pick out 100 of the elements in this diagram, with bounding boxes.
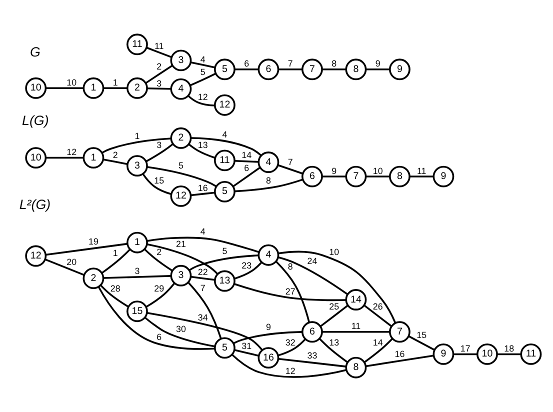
connector	[146, 143, 174, 162]
connector	[234, 349, 259, 357]
connector	[190, 137, 262, 156]
edge-label: 5	[178, 160, 184, 170]
connector	[234, 160, 259, 163]
node-circle: 1	[82, 77, 104, 99]
edge-label: 27	[285, 286, 296, 296]
node-circle: 5	[214, 58, 236, 80]
connector	[188, 95, 215, 106]
edge-label: 12	[66, 147, 77, 158]
connector	[100, 284, 129, 308]
connector	[497, 353, 522, 356]
edge-label: 5	[222, 246, 228, 256]
edge-label: 30	[176, 324, 186, 334]
label: L²(G)	[19, 197, 51, 212]
edge-label: 26	[372, 302, 383, 312]
edge-label: 16	[394, 348, 405, 359]
node-circle: 3	[170, 264, 192, 286]
connector	[142, 173, 172, 195]
connector	[146, 312, 263, 351]
edge-label: 18	[504, 344, 514, 354]
node-circle: 6	[258, 58, 280, 80]
node-circle: 11	[520, 344, 542, 365]
edge-label: 9	[375, 58, 380, 69]
connector	[147, 87, 172, 90]
node-circle: 13	[214, 270, 236, 292]
edge-label: 6	[244, 58, 250, 69]
node-circle: 9	[432, 344, 454, 365]
edge-label: 7	[288, 156, 293, 167]
connector	[322, 176, 346, 178]
connector	[233, 331, 302, 344]
node-circle: 12	[214, 94, 236, 116]
node-circle: 3	[126, 155, 148, 177]
connector	[234, 283, 346, 302]
edge-label: 9	[266, 322, 271, 332]
connector	[147, 166, 217, 188]
node-circle: 6	[302, 166, 323, 188]
edge-label: 17	[460, 344, 470, 354]
connector	[366, 354, 434, 368]
connector	[320, 304, 348, 328]
edge-label: 28	[110, 284, 120, 294]
edge-label: 16	[198, 182, 208, 193]
connector	[188, 254, 259, 271]
connector	[144, 316, 215, 348]
node-circle: 4	[258, 244, 280, 266]
connector	[104, 275, 171, 279]
connector	[190, 61, 216, 68]
edge-label: 3	[134, 266, 140, 276]
edge-label: 10	[372, 166, 383, 176]
edge-label: 8	[288, 261, 293, 272]
connector	[232, 166, 260, 188]
edge-label: 1	[112, 77, 118, 88]
node-circle: 8	[345, 356, 367, 378]
connector	[146, 46, 172, 58]
connector	[46, 156, 84, 159]
edge-label: 9	[332, 166, 337, 176]
node-circle: 12	[25, 245, 47, 267]
node-circle: 2	[82, 268, 104, 290]
edge-label: 5	[200, 66, 206, 77]
node-circle: 14	[345, 289, 367, 310]
connector	[278, 338, 306, 356]
edge-label: 15	[416, 330, 427, 340]
connector	[46, 242, 128, 256]
node-circle: 9	[432, 166, 454, 188]
node-circle: 5	[214, 181, 236, 202]
edge-label: 11	[351, 321, 361, 332]
connector	[232, 354, 346, 378]
node-circle: 2	[170, 127, 192, 149]
connector	[366, 68, 390, 70]
label: L(G)	[22, 113, 49, 128]
node-circle: 4	[170, 78, 192, 100]
label: G	[30, 44, 40, 60]
edge-label: 12	[198, 92, 208, 102]
connector	[364, 338, 394, 364]
edge-label: 3	[156, 140, 162, 150]
node-circle: 10	[25, 77, 47, 99]
connector	[145, 64, 173, 84]
node-circle: 12	[170, 185, 192, 207]
connector	[410, 176, 434, 178]
connector	[364, 304, 392, 328]
edge-label: 10	[329, 247, 340, 258]
node-circle: 10	[25, 147, 47, 168]
edge-label: 34	[198, 312, 208, 322]
connector	[278, 68, 302, 70]
edge-label: 4	[200, 226, 206, 237]
edge-label: 4	[200, 54, 206, 64]
connector	[103, 158, 128, 165]
edge-label: 21	[176, 239, 186, 250]
node-circle: 8	[389, 166, 410, 188]
connector	[190, 192, 216, 196]
connector	[234, 68, 259, 70]
edge-label: 2	[112, 150, 118, 160]
node-circle: 7	[302, 58, 323, 80]
connector	[188, 282, 222, 339]
node-circle: 10	[476, 344, 498, 365]
node-circle: 2	[126, 77, 148, 99]
node-circle: 11	[214, 150, 236, 172]
edge-label: 32	[285, 337, 296, 348]
node-circle: 5	[214, 337, 236, 359]
node-circle: 1	[126, 232, 148, 254]
